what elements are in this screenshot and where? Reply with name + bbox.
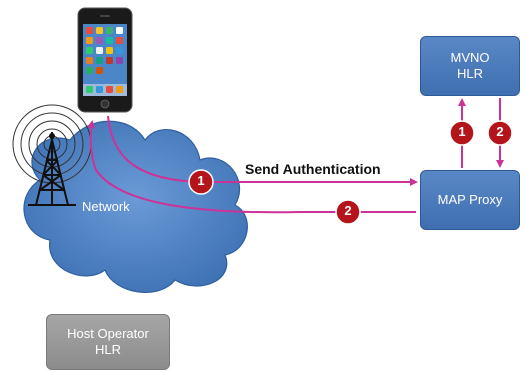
step-number-2-side: 2	[496, 124, 504, 139]
mvno-hlr-line2: HLR	[456, 66, 483, 81]
cell-tower-icon	[12, 104, 92, 206]
step-badge-2-main	[335, 199, 361, 225]
step-number-1-main: 1	[197, 173, 205, 188]
host-hlr-line2: HLR	[94, 342, 121, 357]
map-proxy-label: MAP Proxy	[437, 192, 503, 207]
mvno-hlr-line1: MVNO	[450, 50, 490, 65]
send-authentication-label: Send Authentication	[245, 161, 381, 177]
step-badge-1-main	[188, 169, 214, 195]
step-number-2-main: 2	[344, 203, 352, 218]
host-operator-hlr-box: Host Operator HLR	[46, 314, 170, 370]
smartphone-icon	[77, 7, 133, 113]
host-hlr-line1: Host Operator	[67, 326, 149, 341]
arrow-response	[87, 120, 416, 214]
map-proxy-box: MAP Proxy	[420, 170, 520, 230]
network-label: Network	[82, 199, 130, 214]
step-number-1-side: 1	[458, 124, 466, 139]
step-badge-2-side	[487, 120, 513, 146]
network-cloud	[23, 120, 248, 293]
mvno-hlr-box: MVNO HLR	[420, 36, 520, 96]
step-badge-1-side	[449, 120, 475, 146]
